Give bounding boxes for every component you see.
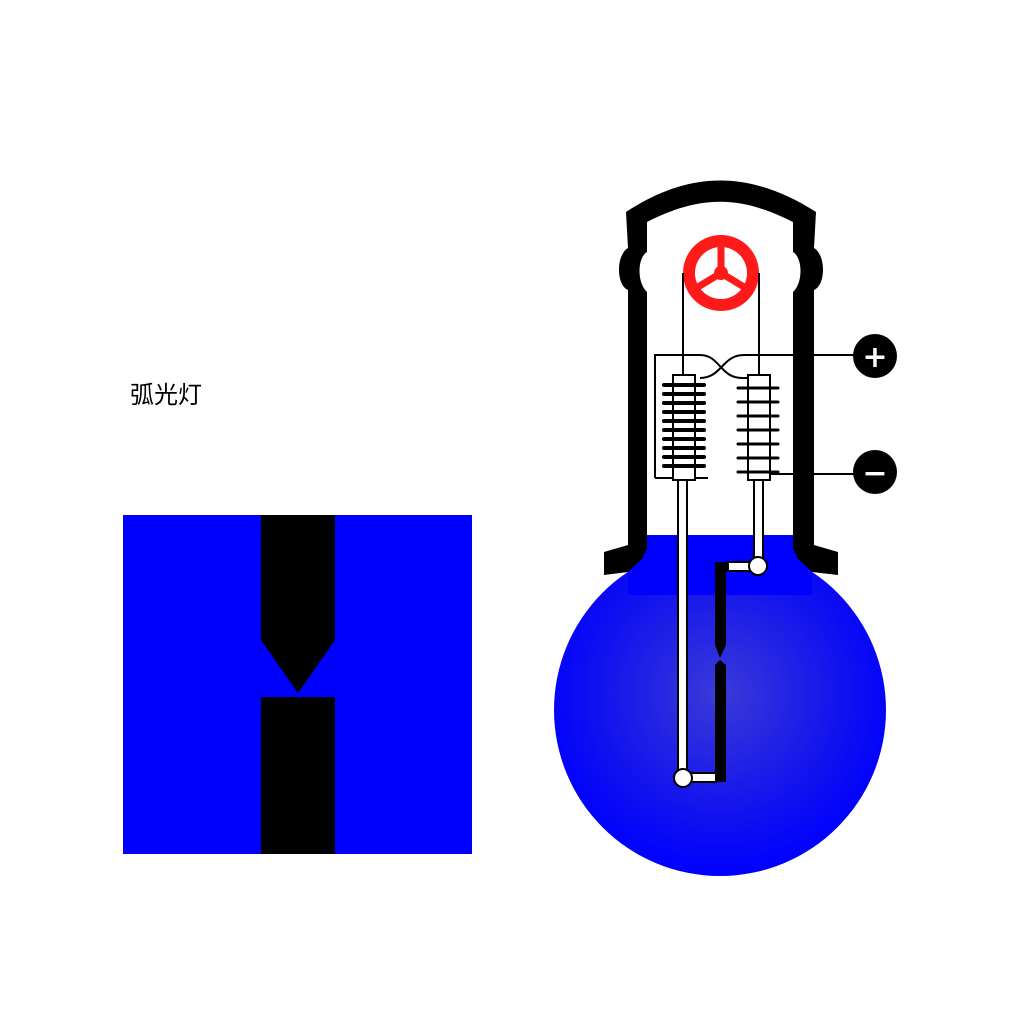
pivot-joint bbox=[748, 556, 768, 576]
diagram-title: 弧光灯 bbox=[130, 381, 202, 409]
negative-terminal-label: − bbox=[862, 456, 887, 491]
upper-carbon-electrode bbox=[261, 515, 335, 693]
regulator-wheel-icon bbox=[683, 235, 759, 311]
pivot-joint bbox=[673, 768, 693, 788]
right-solenoid bbox=[736, 374, 780, 481]
arc-lamp: + − bbox=[554, 180, 897, 876]
left-carbon-rod bbox=[677, 479, 688, 781]
lamp-housing bbox=[604, 180, 838, 575]
arc-closeup-panel bbox=[123, 515, 472, 854]
left-solenoid bbox=[662, 374, 706, 481]
negative-terminal: − bbox=[853, 450, 897, 494]
right-carbon-rod bbox=[753, 479, 764, 566]
upper-electrode bbox=[715, 562, 760, 658]
positive-terminal: + bbox=[853, 334, 897, 378]
lower-electrode bbox=[690, 660, 726, 782]
lower-carbon-electrode bbox=[261, 697, 335, 854]
positive-terminal-label: + bbox=[862, 340, 887, 375]
frame-wire bbox=[654, 354, 758, 478]
